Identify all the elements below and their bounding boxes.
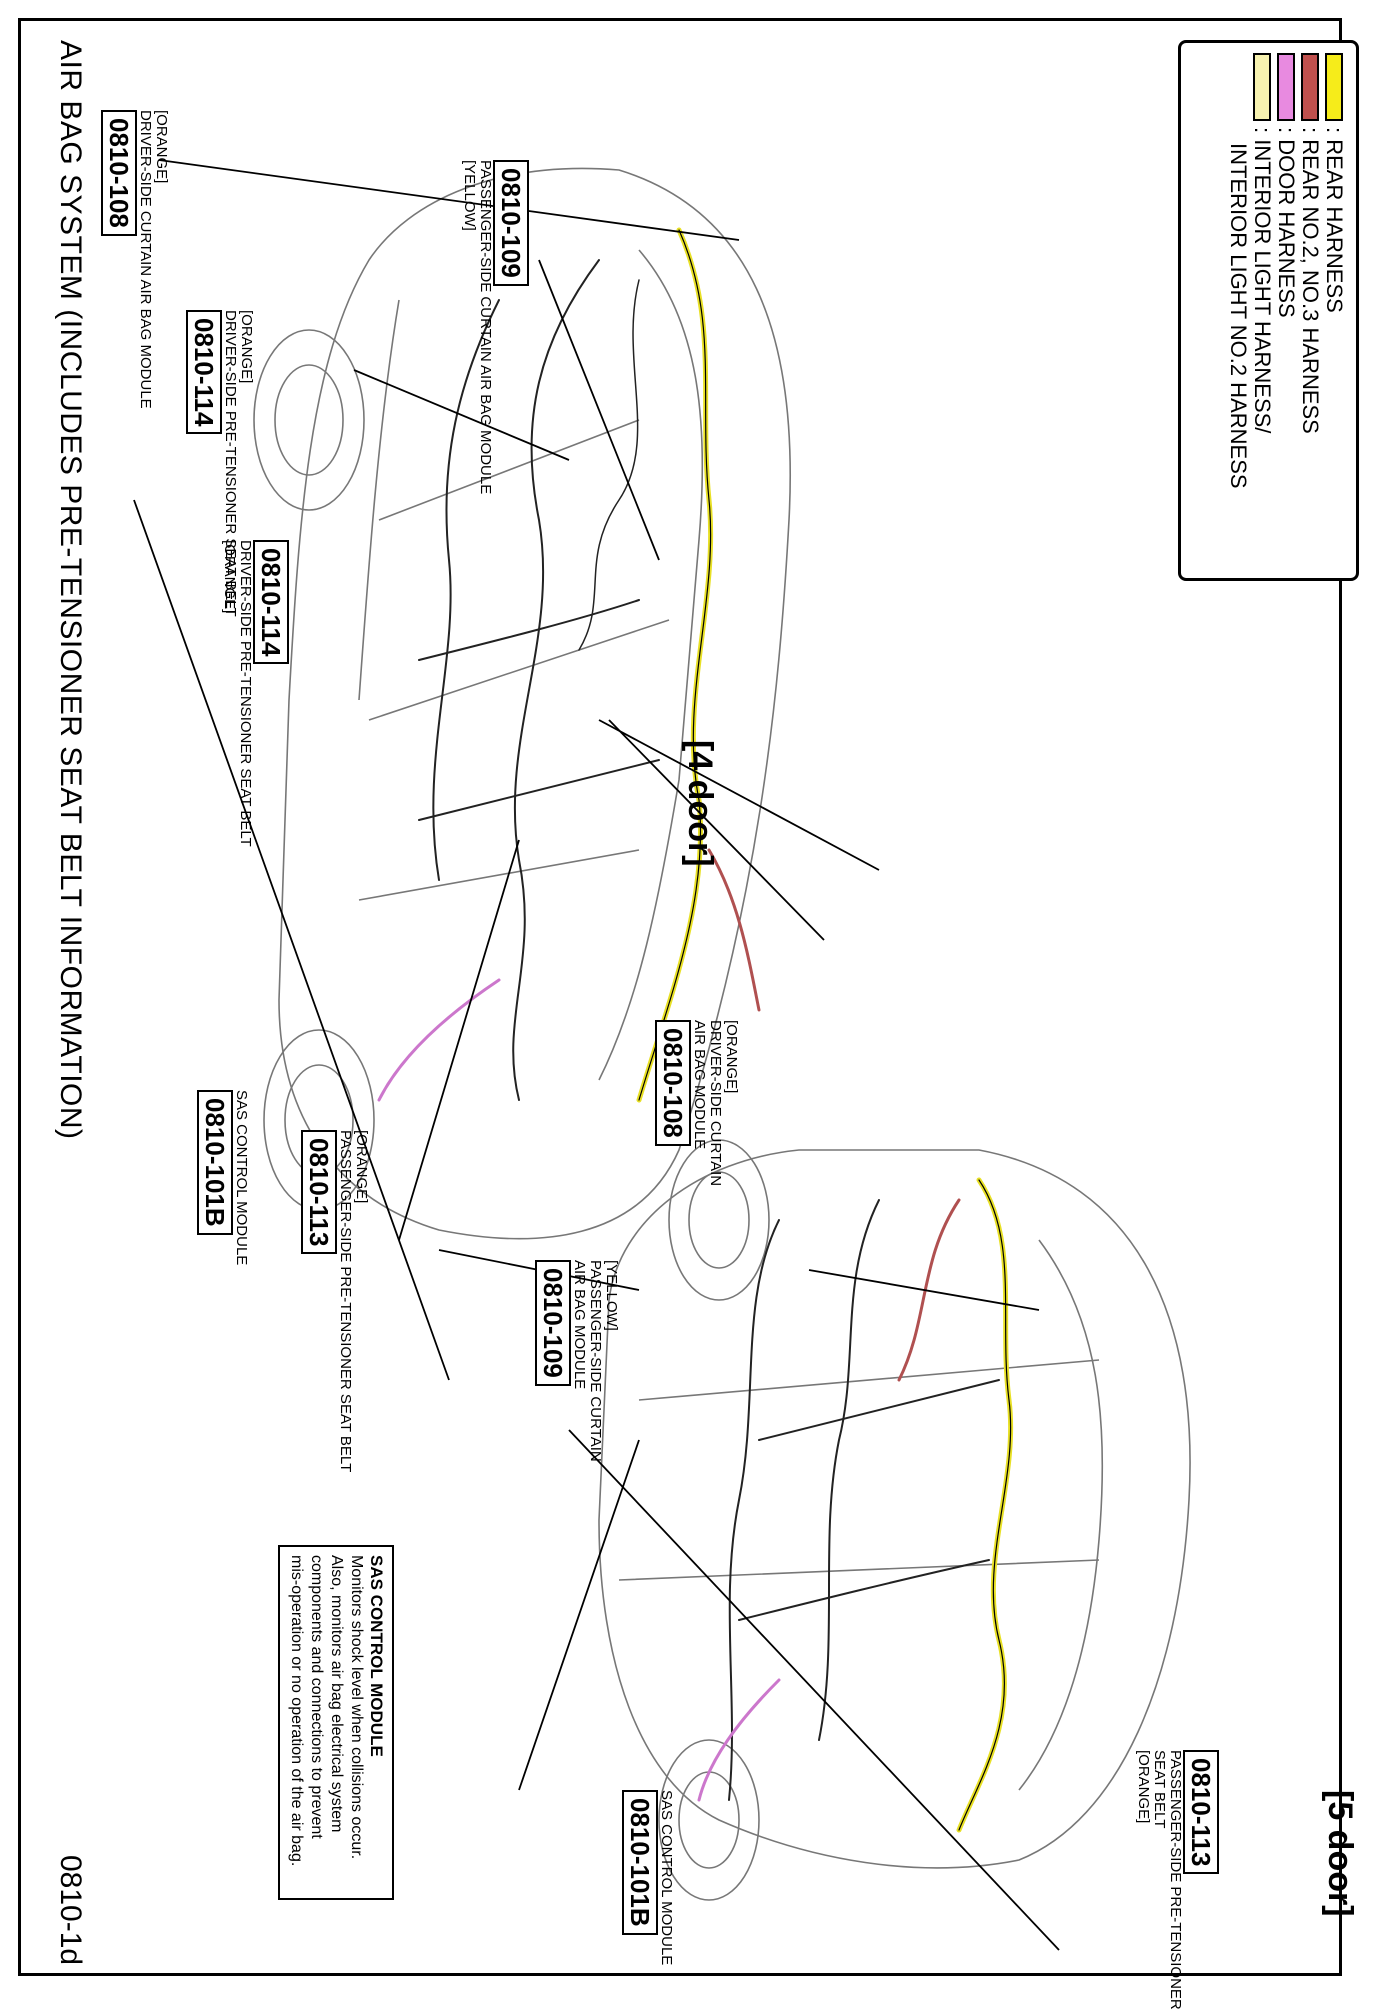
callout-label: AIR BAG MODULE <box>571 1260 588 1390</box>
callout-label: PASSENGER-SIDE CURTAIN <box>587 1260 604 1462</box>
callout-label: PASSENGER-SIDE CURTAIN AIR BAG MODULE <box>477 160 494 495</box>
note-heading: SAS CONTROL MODULE <box>367 1555 386 1757</box>
code-box: 0810-109 <box>535 1260 571 1386</box>
callout-label: [YELLOW] <box>603 1260 620 1331</box>
callout-label: SEAT BELT <box>1151 1750 1168 1829</box>
car-5door-outline <box>598 1139 1191 1901</box>
leader-lines <box>133 159 1060 1951</box>
legend-swatch <box>1325 53 1343 121</box>
legend-item: : REAR NO.2, NO.3 HARNESS <box>1298 53 1323 489</box>
car-5door-harness <box>697 1177 1014 1833</box>
legend-label: : REAR NO.2, NO.3 HARNESS <box>1298 127 1323 434</box>
callout-label: [ORANGE] <box>153 110 170 184</box>
callout-label: PASSENGER-SIDE PRE-TENSIONER SEAT BELT <box>337 1130 354 1473</box>
code-box: 0810-101B <box>197 1090 233 1235</box>
callout-label: [ORANGE] <box>1135 1750 1152 1824</box>
legend-list: : REAR HARNESS : REAR NO.2, NO.3 HARNESS… <box>1226 53 1347 489</box>
label-4door: [4 door] <box>681 740 719 867</box>
legend-label: : REAR HARNESS <box>1322 127 1347 313</box>
callout-label: AIR BAG MODULE <box>691 1020 708 1150</box>
callout-label: SAS CONTROL MODULE <box>233 1090 250 1266</box>
code-box: 0810-108 <box>101 110 137 236</box>
label-5door: [5 door] <box>1321 1790 1359 1917</box>
callout-label: PASSENGER-SIDE PRE-TENSIONER <box>1167 1750 1184 2010</box>
legend-swatch <box>1301 53 1319 121</box>
code-box: 0810-101B <box>622 1790 658 1935</box>
code-box: 0810-113 <box>1183 1750 1219 1875</box>
code-box: 0810-114 <box>186 310 222 435</box>
legend-item: : INTERIOR LIGHT HARNESS/ <box>1250 53 1275 489</box>
sas-note-box: SAS CONTROL MODULE Monitors shock level … <box>278 1545 394 1900</box>
legend-label: : INTERIOR LIGHT HARNESS/ <box>1250 127 1275 434</box>
note-line: components and connections to prevent <box>308 1555 325 1839</box>
car-4door-outline <box>253 167 792 1240</box>
car-4door-harness <box>377 227 761 1103</box>
callout-label: [ORANGE] <box>723 1020 740 1094</box>
code-box: 0810-113 <box>301 1130 337 1255</box>
callout-4door-0810-109: 0810-109 PASSENGER-SIDE CURTAIN AIR BAG … <box>461 160 529 494</box>
legend-swatch <box>1277 53 1295 121</box>
note-line: Also, monitors air bag electrical system <box>328 1555 345 1833</box>
callout-5door-0810-101b: SAS CONTROL MODULE 0810-101B <box>622 1790 675 1966</box>
page-border <box>18 18 1342 1976</box>
legend-item: INTERIOR LIGHT NO.2 HARNESS <box>1226 53 1251 489</box>
callout-label: DRIVER-SIDE CURTAIN AIR BAG MODULE <box>137 110 154 409</box>
callout-5door-0810-114: 0810-114 DRIVER-SIDE PRE-TENSIONER SEAT … <box>221 540 289 847</box>
code-box: 0810-108 <box>655 1020 691 1146</box>
code-box: 0810-109 <box>493 160 529 286</box>
callout-label: [ORANGE] <box>221 540 238 614</box>
callout-label: [YELLOW] <box>461 160 478 231</box>
legend-item: : DOOR HARNESS <box>1274 53 1299 489</box>
legend-item: : REAR HARNESS <box>1322 53 1347 489</box>
legend-label: : DOOR HARNESS <box>1274 127 1299 318</box>
callout-label: SAS CONTROL MODULE <box>658 1790 675 1966</box>
callout-4door-0810-108: [ORANGE] DRIVER-SIDE CURTAIN AIR BAG MOD… <box>101 110 170 409</box>
code-box: 0810-114 <box>253 540 289 665</box>
callout-5door-0810-108: [ORANGE] DRIVER-SIDE CURTAIN AIR BAG MOD… <box>655 1020 740 1187</box>
callout-label: [ORANGE] <box>353 1130 370 1204</box>
legend-label: INTERIOR LIGHT NO.2 HARNESS <box>1226 143 1251 489</box>
legend-swatch <box>1253 53 1271 121</box>
note-line: mis-operation or no operation of the air… <box>288 1555 305 1867</box>
callout-label: DRIVER-SIDE PRE-TENSIONER SEAT BELT <box>237 540 254 847</box>
callout-5door-0810-113: 0810-113 PASSENGER-SIDE PRE-TENSIONER SE… <box>1135 1750 1219 2010</box>
callout-4door-0810-113: [ORANGE] PASSENGER-SIDE PRE-TENSIONER SE… <box>301 1130 370 1473</box>
harness-legend: : REAR HARNESS : REAR NO.2, NO.3 HARNESS… <box>1178 40 1359 581</box>
note-line: Monitors shock level when collisions occ… <box>348 1555 365 1860</box>
callout-label: DRIVER-SIDE CURTAIN <box>707 1020 724 1187</box>
callout-5door-0810-109: [YELLOW] PASSENGER-SIDE CURTAIN AIR BAG … <box>535 1260 620 1462</box>
callout-4door-0810-101b: SAS CONTROL MODULE 0810-101B <box>197 1090 250 1266</box>
